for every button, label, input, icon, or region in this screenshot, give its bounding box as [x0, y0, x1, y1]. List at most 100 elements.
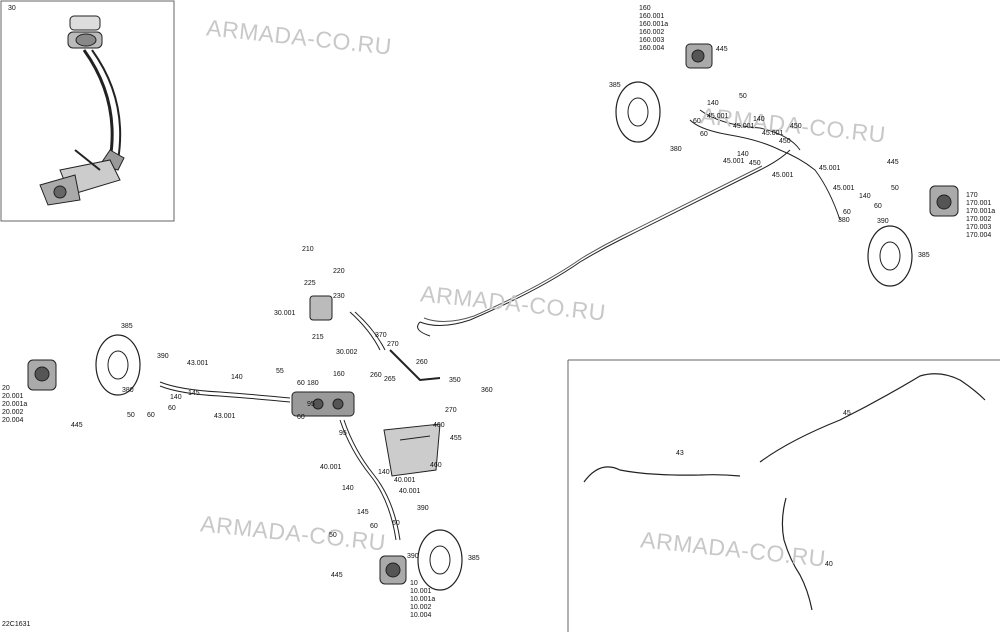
label-370: 370: [375, 332, 387, 339]
label-385-top: 385: [609, 82, 621, 89]
label-455: 455: [450, 435, 462, 442]
label-45001-f: 45.001: [772, 172, 794, 179]
label-145-a: 145: [188, 390, 200, 397]
label-380-a: 380: [670, 146, 682, 153]
caliper-rear-drawing: [379, 555, 407, 585]
label-215: 215: [312, 334, 324, 341]
label-140-a: 140: [707, 100, 719, 107]
label-140-c: 140: [737, 151, 749, 158]
label-50-d: 50: [329, 532, 337, 539]
figure-id: 22C1631: [2, 621, 31, 628]
label-390-b: 390: [157, 353, 169, 360]
label-445-a: 445: [716, 46, 728, 53]
label-260-b: 260: [370, 372, 382, 379]
label-55: 55: [276, 368, 284, 375]
label-45001-a: 45.001: [707, 113, 729, 120]
label-140-f: 140: [170, 394, 182, 401]
label-260-a: 260: [416, 359, 428, 366]
label-220: 220: [333, 268, 345, 275]
label-380-c: 380: [122, 387, 134, 394]
label-43001-b: 43.001: [214, 413, 236, 420]
hose-40-drawing: [781, 497, 813, 611]
brake-line-left: [159, 381, 291, 399]
label-45001-d: 45.001: [723, 158, 745, 165]
label-160-center: 160: [333, 371, 345, 378]
inset-frame-master-cylinder: [0, 0, 175, 222]
label-445-c: 445: [71, 422, 83, 429]
label-385-right: 385: [918, 252, 930, 259]
label-60-c: 60: [843, 209, 851, 216]
label-45001-b: 45.001: [733, 123, 755, 130]
abs-module-drawing: [291, 295, 355, 417]
label-95-a: 95: [307, 401, 315, 408]
label-group-10: 10 10.001 10.001a 10.002 10.004: [410, 580, 436, 619]
label-30002: 30.002: [336, 349, 358, 356]
label-group-160: 160 160.001 160.001a 160.002 160.003 160…: [639, 5, 669, 52]
label-180: 180: [307, 380, 319, 387]
label-445-d: 445: [331, 572, 343, 579]
label-210: 210: [302, 246, 314, 253]
brake-disc-left: [95, 334, 141, 396]
label-45: 45: [843, 410, 851, 417]
label-45001-e: 45.001: [819, 165, 841, 172]
label-380-b: 380: [838, 217, 850, 224]
brake-disc-right: [867, 225, 913, 287]
label-360: 360: [481, 387, 493, 394]
label-230: 230: [333, 293, 345, 300]
label-460-b: 460: [430, 462, 442, 469]
label-40001-a: 40.001: [320, 464, 342, 471]
label-60-e: 60: [147, 412, 155, 419]
label-30001: 30.001: [274, 310, 296, 317]
label-40: 40: [825, 561, 833, 568]
inset-label: 30: [8, 5, 16, 12]
label-390-c: 390: [417, 505, 429, 512]
label-40001-c: 40.001: [399, 488, 421, 495]
label-95-b: 95: [339, 430, 347, 437]
label-40001-b: 40.001: [394, 477, 416, 484]
pedal-assembly-drawing: [39, 15, 125, 206]
label-350: 350: [449, 377, 461, 384]
label-50-b: 50: [891, 185, 899, 192]
label-450-a: 450: [790, 123, 802, 130]
label-43001-a: 43.001: [187, 360, 209, 367]
label-60-d: 60: [874, 203, 882, 210]
label-50-c: 50: [127, 412, 135, 419]
label-265: 265: [384, 376, 396, 383]
label-270-a: 270: [387, 341, 399, 348]
label-60-h: 60: [297, 380, 305, 387]
label-43: 43: [676, 450, 684, 457]
caliper-left-drawing: [27, 359, 57, 391]
label-60-j: 60: [392, 520, 400, 527]
label-60-a: 60: [693, 118, 701, 125]
brake-line-right: [689, 119, 841, 221]
label-270-b: 270: [445, 407, 457, 414]
hose-45-drawing: [759, 373, 986, 463]
label-450-b: 450: [779, 138, 791, 145]
caliper-top-right-drawing: [685, 43, 713, 69]
label-60-f: 60: [168, 405, 176, 412]
label-60-g: 60: [297, 414, 305, 421]
label-140-d: 140: [859, 193, 871, 200]
reservoir-drawing: [383, 423, 441, 477]
label-390-d: 390: [407, 553, 419, 560]
label-390-a: 390: [877, 218, 889, 225]
label-385-left: 385: [121, 323, 133, 330]
label-60-i: 60: [370, 523, 378, 530]
label-140-e: 140: [231, 374, 243, 381]
label-140-h: 140: [342, 485, 354, 492]
label-460-a: 460: [433, 422, 445, 429]
caliper-right-drawing: [929, 185, 959, 217]
hose-43-drawing: [583, 466, 741, 483]
label-45001-g: 45.001: [833, 185, 855, 192]
label-60-b: 60: [700, 131, 708, 138]
label-140-b: 140: [753, 116, 765, 123]
brake-line-main: [419, 149, 791, 326]
label-385-rear: 385: [468, 555, 480, 562]
label-45001-c: 45.001: [762, 130, 784, 137]
label-group-170: 170 170.001 170.001a 170.002 170.003 170…: [966, 192, 996, 239]
label-450-c: 450: [749, 160, 761, 167]
label-445-b: 445: [887, 159, 899, 166]
label-group-20: 20 20.001 20.001a 20.002 20.004: [2, 385, 28, 424]
brake-line-rear: [339, 419, 397, 541]
